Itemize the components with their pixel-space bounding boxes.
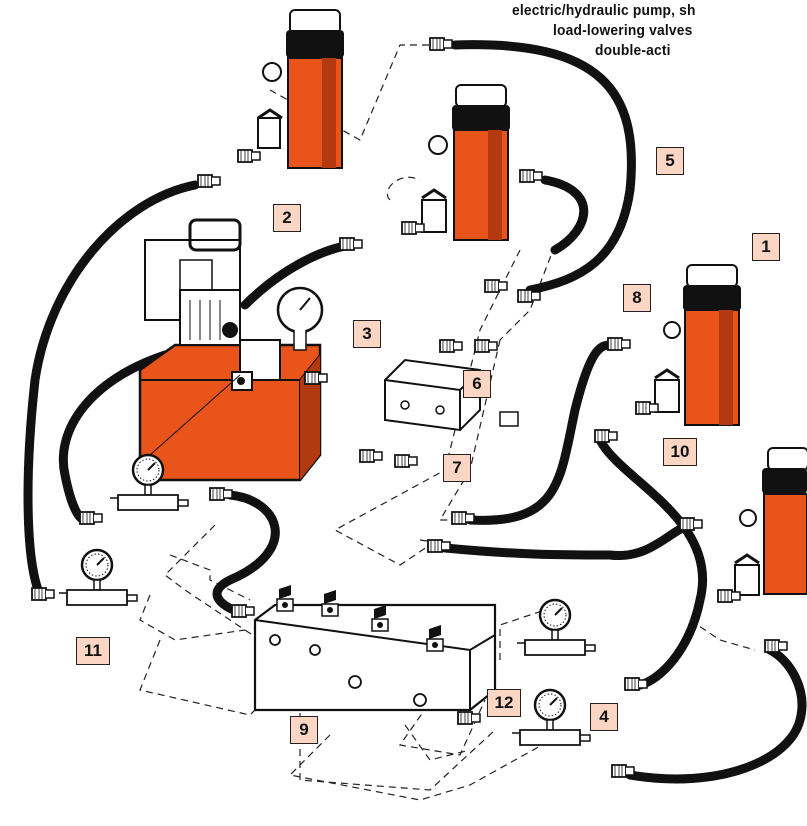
callout-8: 8 bbox=[623, 284, 651, 312]
callout-4: 4 bbox=[590, 703, 618, 731]
callout-3: 3 bbox=[353, 320, 381, 348]
valve-block-icon bbox=[384, 358, 519, 432]
caption-line-2: load-lowering valves bbox=[553, 22, 693, 39]
callout-9: 9 bbox=[290, 716, 318, 744]
hydraulic-cylinder-icon bbox=[717, 447, 807, 603]
callout-7: 7 bbox=[443, 454, 471, 482]
callout-2: 2 bbox=[273, 204, 301, 232]
caption-line-1: electric/hydraulic pump, sh bbox=[512, 2, 696, 19]
hydraulic-cylinder-icon bbox=[401, 84, 543, 241]
callout-10: 10 bbox=[663, 438, 697, 466]
callout-11: 11 bbox=[76, 637, 110, 665]
callout-1: 1 bbox=[752, 233, 780, 261]
dashed-connection-lines bbox=[139, 44, 756, 801]
callout-6: 6 bbox=[463, 370, 491, 398]
hydraulic-cylinder-icon bbox=[237, 9, 344, 169]
callout-12: 12 bbox=[487, 689, 521, 717]
electric-pump-icon bbox=[138, 218, 324, 482]
callout-5: 5 bbox=[656, 147, 684, 175]
manifold-icon bbox=[253, 584, 497, 725]
hydraulic-cylinder-icon bbox=[635, 264, 741, 426]
pressure-gauge-icon bbox=[276, 286, 324, 351]
caption-line-3: double-acti bbox=[595, 42, 671, 59]
